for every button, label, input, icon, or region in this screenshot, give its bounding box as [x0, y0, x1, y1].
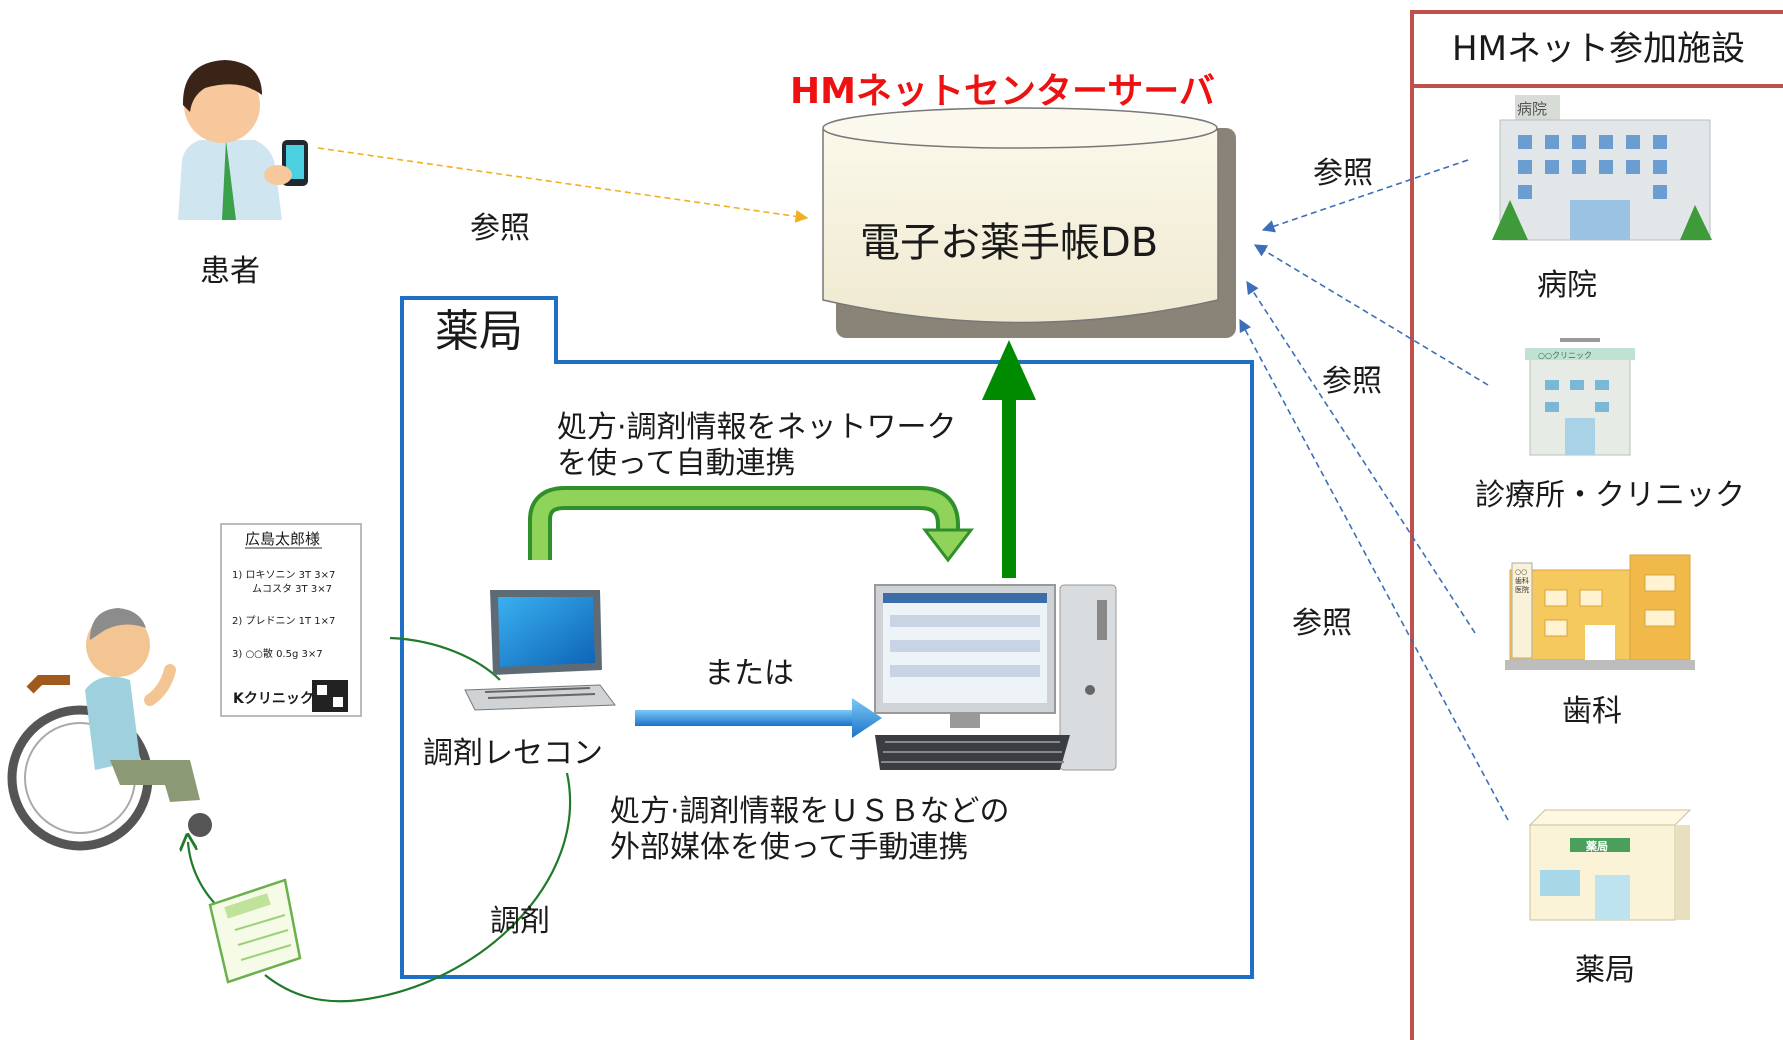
- facility-label-dental: 歯科: [1562, 694, 1622, 729]
- patient-figure: [178, 60, 308, 220]
- participants-header: HMネット参加施設: [1410, 10, 1783, 88]
- dental-building: [1505, 554, 1695, 670]
- manual-link-arrow: [635, 698, 882, 738]
- desktop-pc: [874, 584, 1117, 771]
- rececon-label: 調剤レセコン: [423, 736, 603, 771]
- pharmacy-title: 薬局: [435, 306, 523, 357]
- reference-arrows: [317, 147, 1509, 821]
- ref-label-dental: 参照: [1292, 606, 1352, 641]
- participants-title: HMネット参加施設: [1452, 29, 1745, 69]
- prescription-line1a: 1) ロキソニン 3T 3×7: [232, 570, 336, 581]
- auto-link-arrow: [528, 486, 975, 563]
- auto-link-text-line2: を使って自動連携: [557, 446, 796, 481]
- pharmacy-tab: 薬局: [400, 296, 558, 364]
- pharmacy-box: [400, 360, 1254, 979]
- pharmacy-building-sign: 薬局: [1586, 840, 1608, 853]
- dental-sign: ○○歯科医院: [1515, 568, 1529, 594]
- facility-label-pharmacy: 薬局: [1575, 953, 1635, 988]
- upload-arrow: [982, 340, 1036, 578]
- or-label: または: [704, 656, 794, 691]
- db-label: 電子お薬手帳DB: [860, 220, 1159, 266]
- prescription-slip: [220, 523, 362, 717]
- prescription-line3: 3) ○○散 0.5g 3×7: [232, 649, 323, 660]
- server-title: HMネットセンターサーバ: [790, 71, 1215, 112]
- auto-link-text-line1: 処方·調剤情報をネットワーク: [557, 410, 957, 445]
- ref-label-hospital: 参照: [1313, 156, 1373, 191]
- prescription-patient-name: 広島太郎様: [245, 530, 321, 548]
- prescription-line2: 2) プレドニン 1T 1×7: [232, 616, 336, 627]
- pharmacy-building: [1528, 809, 1692, 921]
- clinic-sign: ○○クリニック: [1538, 351, 1592, 360]
- database-cylinder: [822, 107, 1236, 338]
- medicine-bag: [208, 878, 302, 984]
- wheelchair-patient-figure: [7, 608, 212, 851]
- clinic-building: [1525, 338, 1635, 456]
- ref-label-clinic: 参照: [1322, 364, 1382, 399]
- patient-ref-label: 参照: [470, 211, 530, 246]
- facility-label-hospital: 病院: [1537, 268, 1597, 303]
- hospital-building: [1492, 95, 1712, 241]
- patient-label: 患者: [200, 254, 260, 289]
- dispense-label: 調剤: [490, 904, 550, 939]
- hospital-sign: 病院: [1517, 100, 1548, 118]
- prescription-line1b: ムコスタ 3T 3×7: [252, 584, 332, 595]
- facility-label-clinic: 診療所・クリニック: [1475, 478, 1745, 513]
- rececon-computer: [464, 590, 616, 711]
- participants-panel: [1410, 80, 1783, 1040]
- manual-link-text-line1: 処方·調剤情報をＵＳＢなどの: [610, 794, 1010, 829]
- manual-link-text-line2: 外部媒体を使って手動連携: [610, 830, 969, 865]
- prescription-clinic: Kクリニック: [233, 691, 314, 707]
